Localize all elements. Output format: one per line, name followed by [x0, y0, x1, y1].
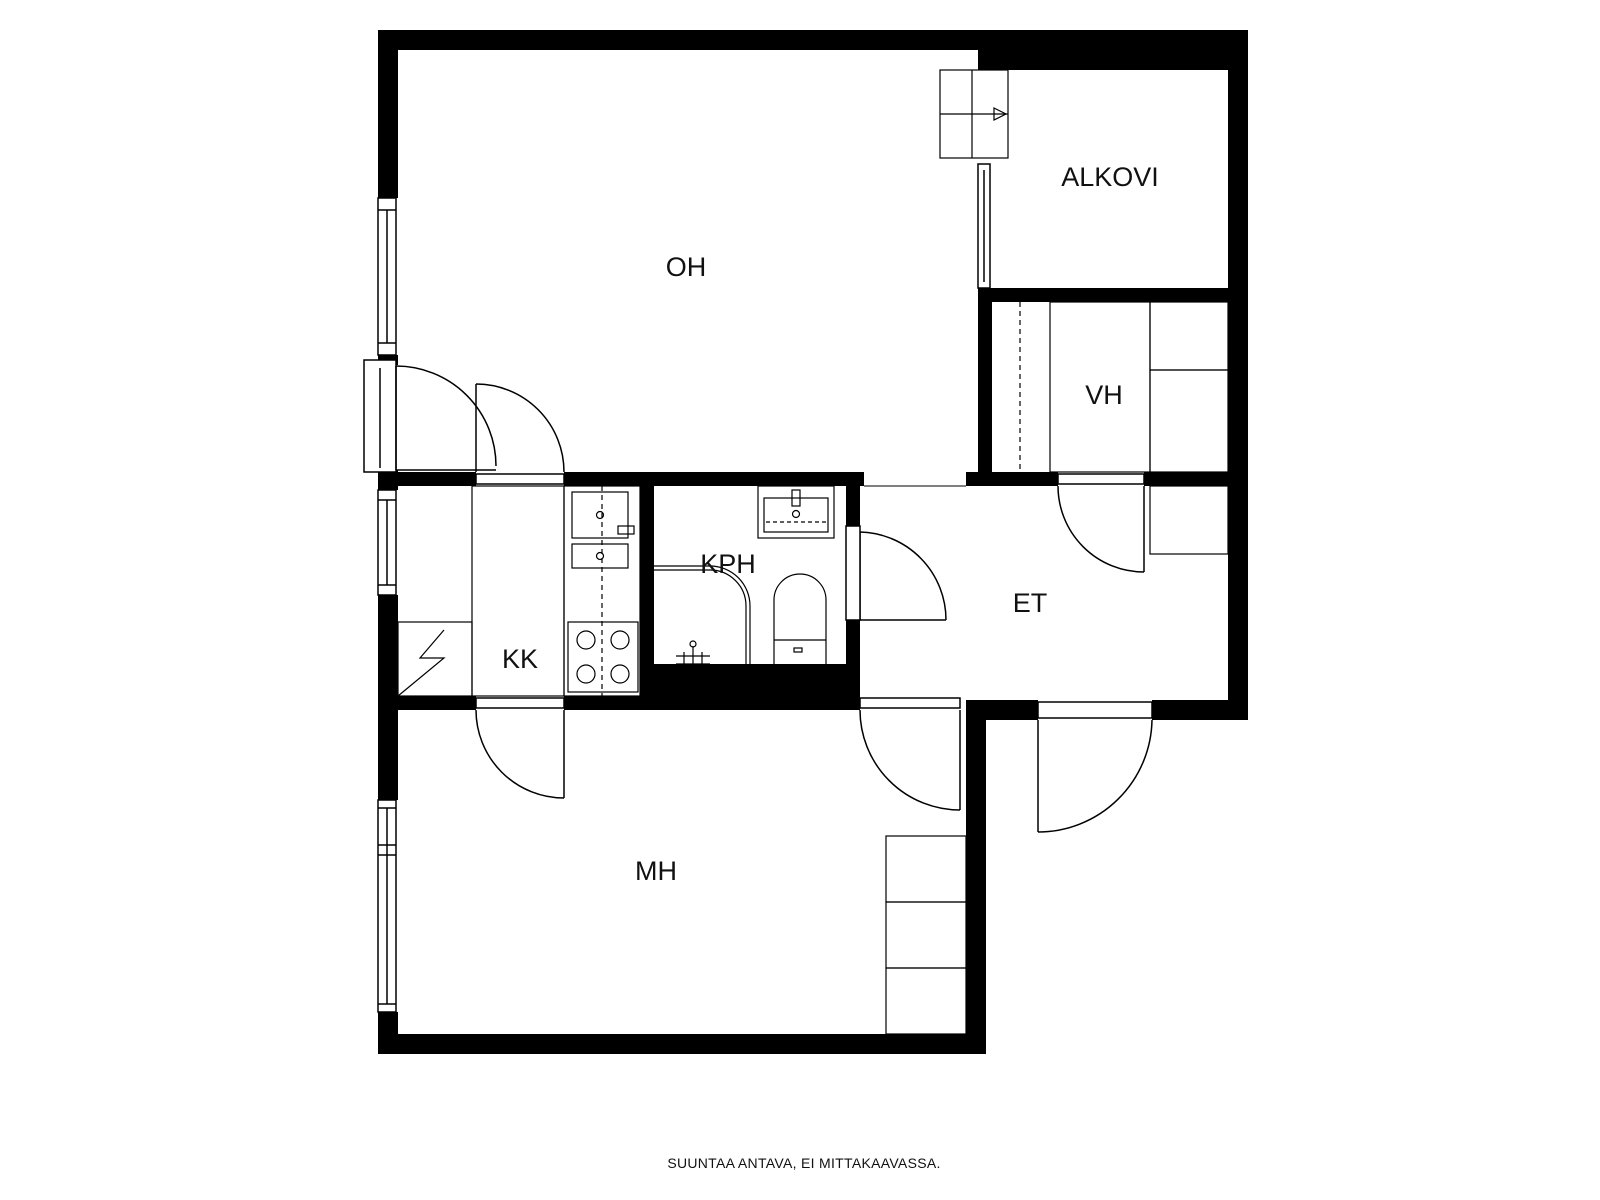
door-entrance: [1037, 719, 1153, 833]
shower-curtain: [654, 565, 751, 664]
room-label-et: ET: [1013, 588, 1048, 618]
room-label-kk: KK: [502, 644, 538, 674]
closet-et: [1149, 485, 1229, 555]
room-label-alkovi: ALKOVI: [1061, 162, 1159, 192]
fixtures: [397, 69, 1229, 1035]
electrical-panel: [397, 621, 473, 697]
sink-kk-2: [571, 543, 629, 569]
door-kph: [859, 531, 947, 621]
door-oh-kk: [475, 383, 565, 473]
door-et-mh: [859, 709, 961, 811]
closet-vh-3: [1149, 369, 1229, 473]
room-label-mh: MH: [635, 856, 677, 886]
stove: [567, 621, 639, 693]
door-vh: [1057, 485, 1145, 573]
toilet: [773, 573, 827, 664]
wardrobe-mh-2: [885, 901, 967, 969]
sink-kk-1: [571, 491, 629, 539]
wardrobe-mh-3: [885, 967, 967, 1035]
windows: [363, 163, 991, 1013]
room-label-kph: KPH: [700, 549, 756, 579]
washbasin: [757, 485, 835, 539]
doors: [395, 365, 1153, 833]
closet-vh-2: [1149, 301, 1229, 371]
room-label-oh: OH: [666, 252, 707, 282]
door-balcony: [395, 365, 497, 467]
walls: [378, 30, 1248, 1054]
scale-disclaimer: SUUNTAA ANTAVA, EI MITTAKAAVASSA.: [667, 1155, 940, 1171]
door-kk-mh: [475, 709, 565, 799]
wardrobe-mh-1: [885, 835, 967, 903]
room-label-vh: VH: [1085, 380, 1123, 410]
